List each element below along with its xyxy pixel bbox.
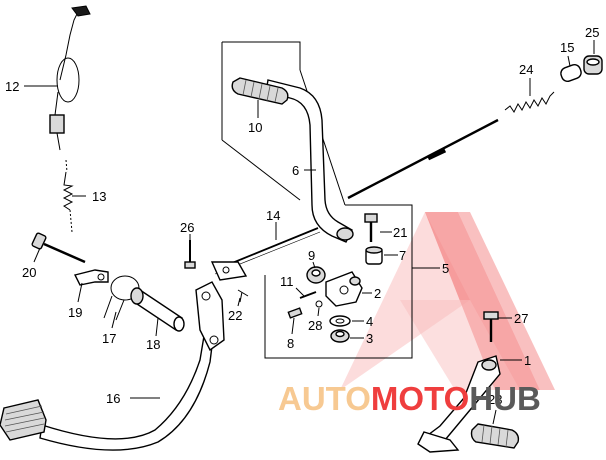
part-18-shaft <box>130 287 185 332</box>
label-7: 7 <box>399 248 406 263</box>
part-22-pin <box>237 289 249 303</box>
svg-text:AUTOMOTOHUB: AUTOMOTOHUB <box>278 380 541 417</box>
label-18: 18 <box>146 337 160 352</box>
label-19: 19 <box>68 305 82 320</box>
label-3: 3 <box>366 331 373 346</box>
part-10-shift-rubber <box>231 77 289 105</box>
label-8: 8 <box>287 336 294 351</box>
label-10: 10 <box>248 120 262 135</box>
label-26: 26 <box>180 220 194 235</box>
label-28: 28 <box>308 318 322 333</box>
part-12-cable <box>49 5 91 151</box>
part-27-bolt <box>483 311 499 342</box>
part-3-nut <box>330 329 350 343</box>
part-26-bolt <box>184 240 196 269</box>
watermark-moto: MOTO <box>371 380 469 417</box>
label-1: 1 <box>524 353 531 368</box>
label-23: 23 <box>488 392 502 407</box>
part-14-brake-rod <box>210 227 321 281</box>
watermark-text: AUTOMOTOHUB <box>278 380 541 417</box>
label-20: 20 <box>22 265 36 280</box>
label-16: 16 <box>106 391 120 406</box>
part-7-collar <box>365 246 383 265</box>
part-15-cap <box>560 63 582 83</box>
label-6: 6 <box>292 163 299 178</box>
leader-lines <box>24 40 595 425</box>
part-23-rubber <box>470 423 520 449</box>
part-16-brake-pedal <box>0 281 225 451</box>
part-11-pin <box>299 291 317 299</box>
label-12: 12 <box>5 79 19 94</box>
label-11: 11 <box>280 274 294 289</box>
part-13-spring <box>62 159 74 233</box>
part-21-bolt <box>364 213 378 242</box>
part-28-clip <box>315 300 323 308</box>
label-17: 17 <box>102 331 116 346</box>
part-4-washer <box>329 315 351 327</box>
part-2-joint <box>325 271 363 307</box>
label-5: 5 <box>442 261 449 276</box>
label-2: 2 <box>374 286 381 301</box>
part-labels: 12 13 20 19 17 18 16 14 26 22 10 6 9 11 … <box>5 25 599 407</box>
label-9: 9 <box>308 248 315 263</box>
assembly-box-lines <box>221 41 440 359</box>
label-4: 4 <box>366 314 373 329</box>
part-20-bolt <box>31 232 86 264</box>
part-6-shift-lever <box>265 79 354 243</box>
label-13: 13 <box>92 189 106 204</box>
label-27: 27 <box>514 311 528 326</box>
label-24: 24 <box>519 62 533 77</box>
label-15: 15 <box>560 40 574 55</box>
watermark-hub: HUB <box>469 380 541 417</box>
part-24-spring <box>504 91 555 113</box>
label-25: 25 <box>585 25 599 40</box>
part-1-arm <box>417 355 501 453</box>
part-8-pin <box>287 307 303 319</box>
part-25-endcap <box>583 55 603 75</box>
label-22: 22 <box>228 308 242 323</box>
label-21: 21 <box>393 225 407 240</box>
part-9-nut <box>306 266 326 284</box>
label-14: 14 <box>266 208 280 223</box>
part-19-clip <box>73 269 109 286</box>
part-24-rod <box>347 118 499 200</box>
watermark-logo <box>340 212 555 390</box>
watermark-auto: AUTO <box>278 380 371 417</box>
